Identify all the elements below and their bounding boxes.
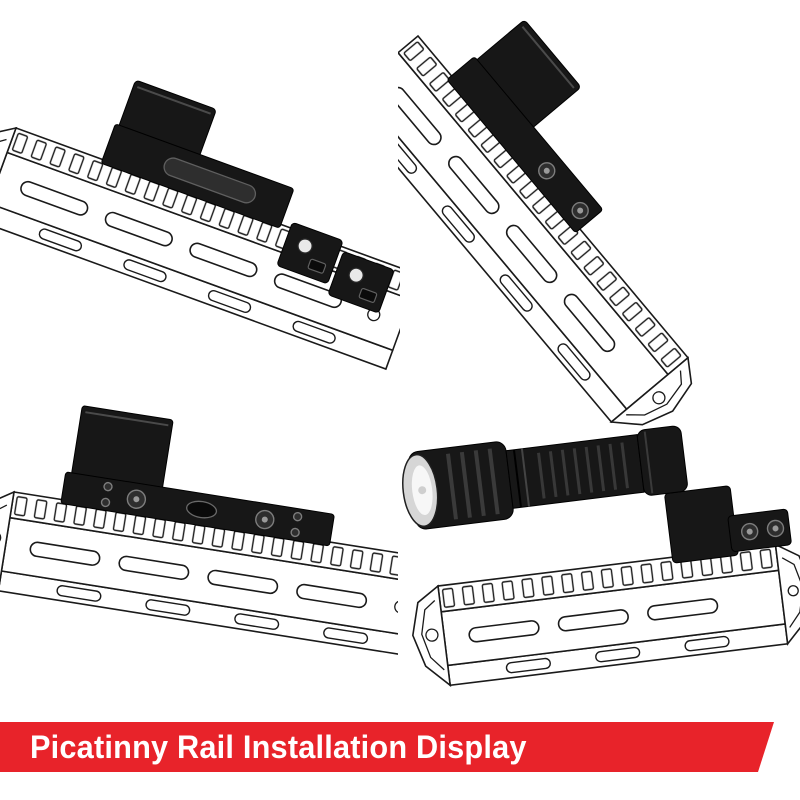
mount-hardware <box>447 20 603 233</box>
illustration-bottom-left <box>0 405 398 659</box>
rail-end-octagon <box>774 543 800 646</box>
rail-end-octagon <box>412 584 452 688</box>
illustration-top-left <box>0 80 400 371</box>
mount-hardware <box>60 405 335 547</box>
screw-icon <box>292 511 303 522</box>
screw-icon <box>103 481 113 492</box>
rail-segment-pieces <box>277 222 394 313</box>
illustration-top-right <box>398 20 693 426</box>
rail-end-octagon <box>0 490 16 593</box>
screw-icon <box>100 497 111 508</box>
offset-mount <box>664 485 792 564</box>
mount-hardware <box>101 80 294 228</box>
illustration-bottom-right <box>402 425 800 688</box>
banner: Picatinny Rail Installation Display <box>0 722 774 772</box>
flashlight-illustration <box>402 425 688 530</box>
rail-illustration <box>0 405 398 659</box>
banner-title: Picatinny Rail Installation Display <box>30 728 527 765</box>
rail-illustration <box>398 20 693 426</box>
rail-end-octagon <box>609 356 693 426</box>
rail-illustration <box>402 425 800 688</box>
rail-illustration <box>0 80 400 371</box>
screw-icon <box>290 527 300 538</box>
rail-end-octagon <box>0 126 18 225</box>
